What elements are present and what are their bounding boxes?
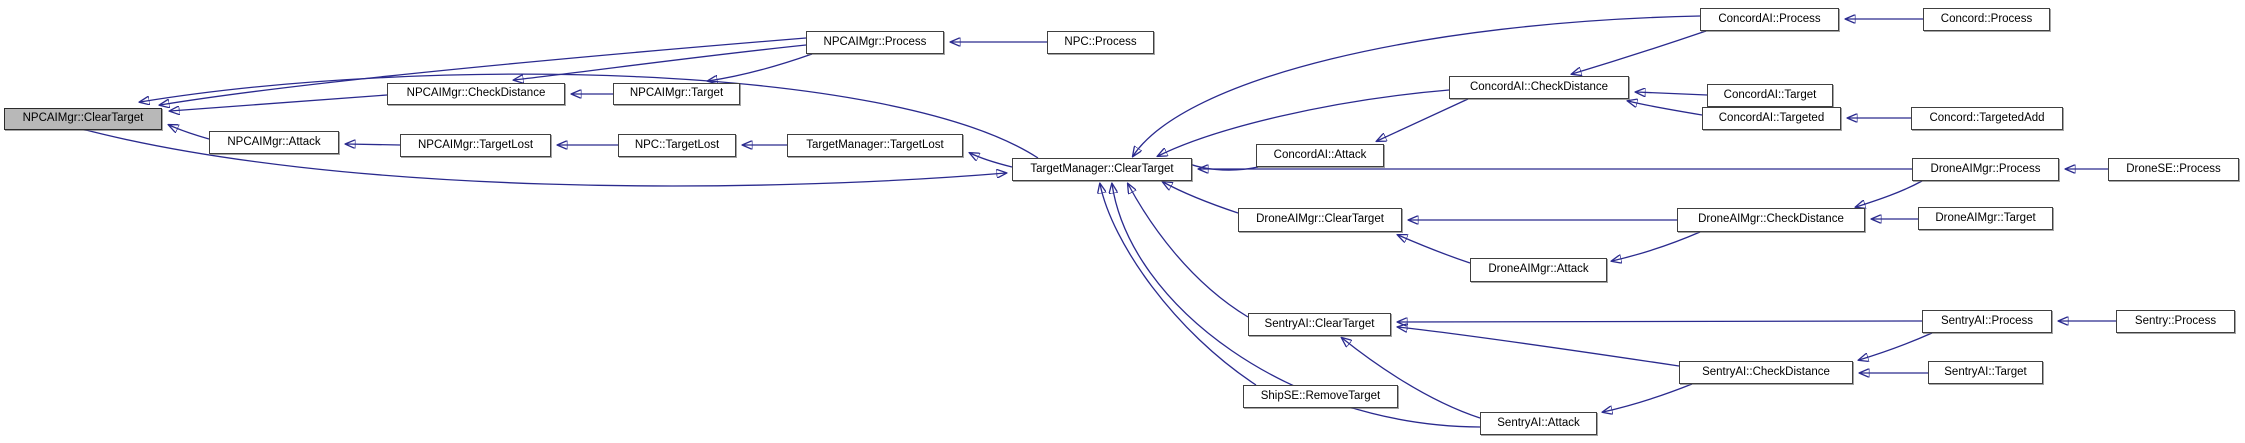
node-concordai-targeted[interactable]: ConcordAI::Targeted (1702, 107, 1841, 130)
node-concord-process[interactable]: Concord::Process (1923, 8, 2050, 31)
edge-npcaimgr-targetlost-to-npcaimgr-attack (346, 144, 401, 145)
edge-concordai-target-to-concordai-checkdistance (1636, 92, 1708, 95)
node-sentry-process[interactable]: Sentry::Process (2116, 310, 2235, 333)
node-droneaimgr-attack[interactable]: DroneAIMgr::Attack (1470, 258, 1607, 282)
node-targetmanager-targetlost[interactable]: TargetManager::TargetLost (787, 134, 963, 157)
edge-droneaimgr-process-to-droneaimgr-checkdistance (1856, 180, 1923, 207)
edge-npcaimgr-process-to-root (160, 37, 807, 105)
node-concord-targetedadd[interactable]: Concord::TargetedAdd (1911, 107, 2063, 130)
node-dronese-process[interactable]: DroneSE::Process (2108, 158, 2239, 181)
edge-npcaimgr-attack-to-root (169, 125, 210, 140)
edge-npcaimgr-checkdistance-to-root (170, 94, 388, 111)
edge-droneaimgr-checkdistance-to-droneaimgr-attack (1612, 231, 1701, 261)
edge-concordai-process-to-concordai-checkdistance (1572, 30, 1707, 74)
node-sentryai-attack[interactable]: SentryAI::Attack (1480, 412, 1597, 435)
edge-sentryai-checkdistance-to-sentryai-attack (1603, 383, 1693, 412)
node-droneaimgr-target[interactable]: DroneAIMgr::Target (1918, 207, 2053, 230)
node-targetmanager-cleartarget[interactable]: TargetManager::ClearTarget (1012, 158, 1192, 181)
node-npcaimgr-target[interactable]: NPCAIMgr::Target (613, 83, 740, 105)
edge-droneaimgr-attack-to-droneaimgr-cleartarget (1398, 235, 1471, 264)
node-droneaimgr-cleartarget[interactable]: DroneAIMgr::ClearTarget (1238, 208, 1402, 232)
edge-concordai-checkdistance-to-tm-cleartarget (1158, 89, 1450, 156)
node-npcaimgr-process[interactable]: NPCAIMgr::Process (806, 31, 944, 54)
node-sentryai-cleartarget[interactable]: SentryAI::ClearTarget (1248, 313, 1391, 336)
edge-root-to-tm-cleartarget (81, 128, 1006, 187)
edge-tm-cleartarget-to-root (140, 73, 1039, 159)
node-concordai-attack[interactable]: ConcordAI::Attack (1256, 144, 1384, 167)
edge-sentryai-process-to-sentryai-cleartarget (1398, 321, 1923, 322)
edge-sentryai-cleartarget-to-tm-cleartarget (1128, 184, 1249, 318)
node-npc-targetlost[interactable]: NPC::TargetLost (618, 134, 736, 157)
edge-npcaimgr-process-to-npcaimgr-checkdistance (514, 44, 807, 80)
edge-tm-cleartarget-to-tm-targetlost (970, 153, 1013, 168)
edge-sentryai-attack-to-tm-cleartarget (1112, 184, 1481, 428)
node-npcaimgr-cleartarget[interactable]: NPCAIMgr::ClearTarget (4, 108, 162, 130)
node-npcaimgr-checkdistance[interactable]: NPCAIMgr::CheckDistance (387, 83, 565, 105)
node-droneaimgr-process[interactable]: DroneAIMgr::Process (1912, 158, 2059, 181)
edge-droneaimgr-cleartarget-to-tm-cleartarget (1163, 182, 1239, 214)
edge-sentryai-checkdistance-to-sentryai-cleartarget (1398, 327, 1680, 367)
edge-concordai-targeted-to-concordai-checkdistance (1628, 101, 1703, 116)
node-droneaimgr-checkdistance[interactable]: DroneAIMgr::CheckDistance (1677, 208, 1865, 232)
edge-sentryai-attack-to-sentryai-cleartarget (1342, 338, 1481, 419)
node-concordai-checkdistance[interactable]: ConcordAI::CheckDistance (1449, 76, 1629, 99)
node-npc-process[interactable]: NPC::Process (1047, 31, 1154, 54)
edge-concordai-checkdistance-to-concordai-attack (1377, 98, 1469, 141)
node-shipse-removetarget[interactable]: ShipSE::RemoveTarget (1243, 385, 1398, 408)
edge-shipse-removetarget-to-tm-cleartarget (1100, 184, 1257, 386)
node-sentryai-target[interactable]: SentryAI::Target (1928, 361, 2043, 384)
edge-sentryai-process-to-sentryai-checkdistance (1859, 332, 1933, 360)
node-concordai-process[interactable]: ConcordAI::Process (1700, 8, 1839, 31)
node-npcaimgr-attack[interactable]: NPCAIMgr::Attack (209, 131, 339, 154)
edge-npcaimgr-process-to-npcaimgr-target (708, 53, 813, 81)
node-concordai-target[interactable]: ConcordAI::Target (1707, 84, 1833, 107)
node-npcaimgr-targetlost[interactable]: NPCAIMgr::TargetLost (400, 134, 551, 157)
edge-concordai-process-to-tm-cleartarget (1133, 15, 1701, 156)
node-sentryai-checkdistance[interactable]: SentryAI::CheckDistance (1679, 361, 1853, 384)
node-sentryai-process[interactable]: SentryAI::Process (1922, 310, 2052, 333)
